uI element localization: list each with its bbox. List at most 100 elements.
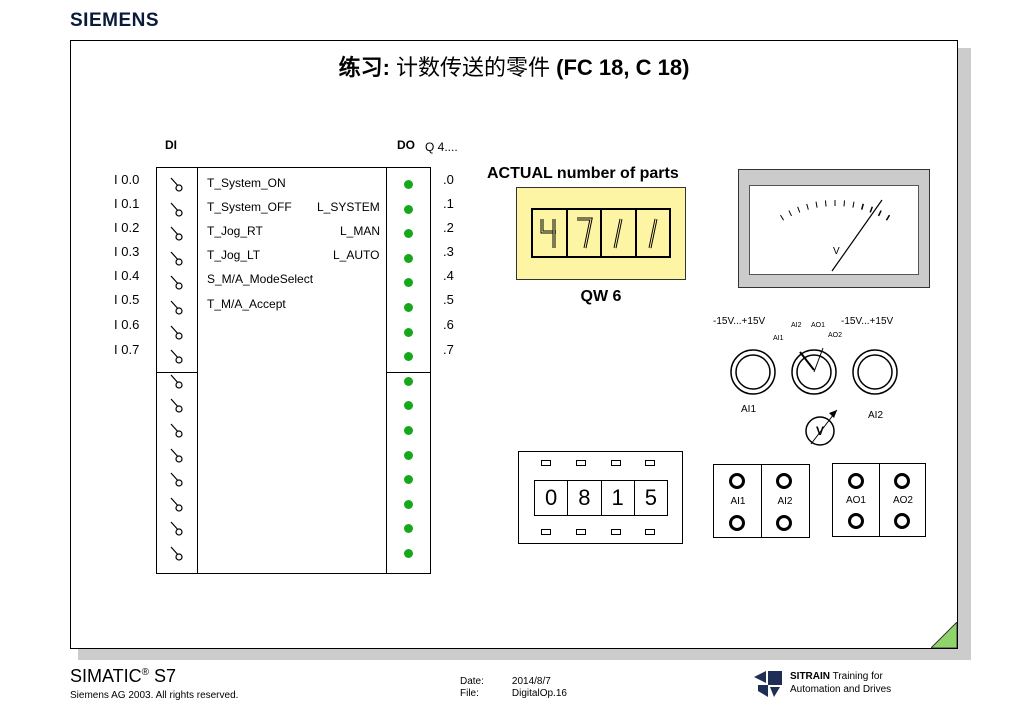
thumbwheel-digit[interactable]: 1 (602, 481, 635, 515)
meter-unit: V (833, 246, 840, 257)
range-label-left: -15V...+15V (713, 316, 766, 327)
selector-label: AO2 (828, 332, 843, 339)
sitrain-label: SITRAIN Training for Automation and Driv… (790, 670, 891, 696)
output-signal-label: L_MAN (340, 224, 381, 238)
toggle-switch-icon[interactable] (168, 521, 186, 537)
status-led-icon (404, 499, 413, 509)
output-signal-label: L_SYSTEM (317, 200, 380, 214)
terminal-socket-icon[interactable] (729, 515, 745, 531)
knob-label-left: AI1 (741, 404, 757, 415)
status-led-icon (404, 549, 413, 558)
thumbwheel-up-button[interactable] (576, 460, 586, 466)
terminal-socket-icon[interactable] (848, 473, 864, 489)
toggle-switch-icon[interactable] (168, 275, 186, 291)
plc-divider-left (197, 168, 198, 573)
status-led-icon (404, 204, 413, 214)
output-address: .2 (443, 220, 454, 235)
toggle-switch-icon[interactable] (168, 546, 186, 562)
di-label: DI (165, 138, 177, 152)
toggle-switch-icon[interactable] (168, 349, 186, 365)
terminal-socket-icon[interactable] (776, 515, 792, 531)
range-label-right: -15V...+15V (841, 316, 894, 327)
input-address: I 0.0 (114, 172, 140, 187)
thumbwheel-up-button[interactable] (541, 460, 551, 466)
display-title: ACTUAL number of parts (487, 165, 679, 182)
status-led-icon (404, 426, 413, 435)
toggle-switch-icon[interactable] (168, 202, 186, 218)
selector-label: AO1 (811, 322, 826, 329)
display-digit (533, 210, 568, 256)
status-led-icon (404, 180, 413, 189)
toggle-switch-icon[interactable] (168, 472, 186, 488)
signal-label: S_M/A_ModeSelect (207, 272, 314, 286)
input-address: I 0.5 (114, 292, 140, 307)
status-led-icon (404, 229, 413, 239)
knob-label-right: AI2 (868, 410, 884, 421)
thumbwheel-down-button[interactable] (645, 529, 655, 535)
do-label: DO (397, 138, 415, 152)
toggle-switch-icon[interactable] (168, 497, 186, 513)
thumbwheel-down-button[interactable] (576, 529, 586, 535)
status-led-icon (404, 524, 413, 534)
footer-product: SIMATIC® S7 (70, 666, 176, 687)
toggle-switch-icon[interactable] (168, 374, 186, 390)
terminal-ai2: AI2 (762, 465, 811, 537)
output-signal-label: L_AUTO (333, 248, 380, 262)
registered-mark: ® (141, 667, 150, 678)
terminal-socket-icon[interactable] (776, 473, 792, 489)
output-address: .6 (443, 317, 454, 332)
sitrain-line1: Training for (830, 671, 883, 682)
toggle-switch-icon[interactable] (168, 398, 186, 414)
signal-label: T_Jog_LT (207, 248, 261, 262)
terminal-socket-icon[interactable] (894, 473, 910, 489)
display-address: QW 6 (580, 288, 622, 305)
toggle-switch-icon[interactable] (168, 226, 186, 242)
status-led-icon (404, 376, 413, 386)
input-address: I 0.4 (114, 268, 140, 283)
signal-label: T_M/A_Accept (207, 297, 286, 311)
toggle-switch-icon[interactable] (168, 177, 186, 193)
plc-module: T_System_ON T_System_OFF T_Jog_RT T_Jog_… (156, 167, 431, 574)
toggle-switch-icon[interactable] (168, 251, 186, 267)
thumbwheel-digit[interactable]: 0 (535, 481, 569, 515)
sitrain-line2: Automation and Drives (790, 684, 892, 695)
footer-copyright: Siemens AG 2003. All rights reserved. (70, 690, 239, 701)
plc-byte-divider-right (386, 372, 431, 373)
thumbwheel-up-button[interactable] (645, 460, 655, 466)
meter-face: V (749, 185, 919, 275)
product-suffix: S7 (149, 666, 177, 686)
date-label: Date: (460, 676, 484, 687)
terminal-socket-icon[interactable] (894, 513, 910, 529)
thumbwheel-digit[interactable]: 5 (644, 485, 657, 510)
terminal-socket-icon[interactable] (848, 513, 864, 529)
voltmeter-icon (805, 409, 838, 446)
toggle-switch-icon[interactable] (168, 423, 186, 439)
output-address: .4 (443, 268, 454, 283)
title-code: (FC 18, C 18) (556, 55, 690, 80)
toggle-switch-icon[interactable] (168, 300, 186, 316)
do-address: Q 4.... (425, 140, 458, 154)
thumbwheel-down-button[interactable] (541, 529, 551, 535)
sitrain-brand: SITRAIN (790, 671, 830, 682)
signal-label: T_System_ON (207, 176, 286, 190)
display-digit (637, 210, 670, 256)
terminal-ao1: AO1 (833, 464, 880, 536)
terminal-block-ao: AO1 AO2 (832, 463, 926, 537)
terminal-ao2: AO2 (880, 464, 927, 536)
thumbwheel-up-button[interactable] (611, 460, 621, 466)
display-digit (568, 210, 602, 256)
terminal-label: AO2 (892, 495, 913, 506)
toggle-switch-icon[interactable] (168, 325, 186, 341)
selector-knob[interactable] (791, 347, 837, 395)
terminal-socket-icon[interactable] (729, 473, 745, 489)
page-title: 练习: 计数传送的零件 (FC 18, C 18) (70, 50, 958, 82)
knob-ai2[interactable] (852, 349, 898, 395)
page-corner-icon (931, 622, 957, 648)
thumbwheel-switch: 0 8 1 5 (518, 451, 683, 544)
output-address: .0 (443, 172, 454, 187)
knob-ai1[interactable] (730, 349, 776, 395)
thumbwheel-digit[interactable]: 8 (568, 481, 602, 515)
toggle-switch-icon[interactable] (168, 448, 186, 464)
status-led-icon (404, 327, 413, 337)
thumbwheel-down-button[interactable] (611, 529, 621, 535)
